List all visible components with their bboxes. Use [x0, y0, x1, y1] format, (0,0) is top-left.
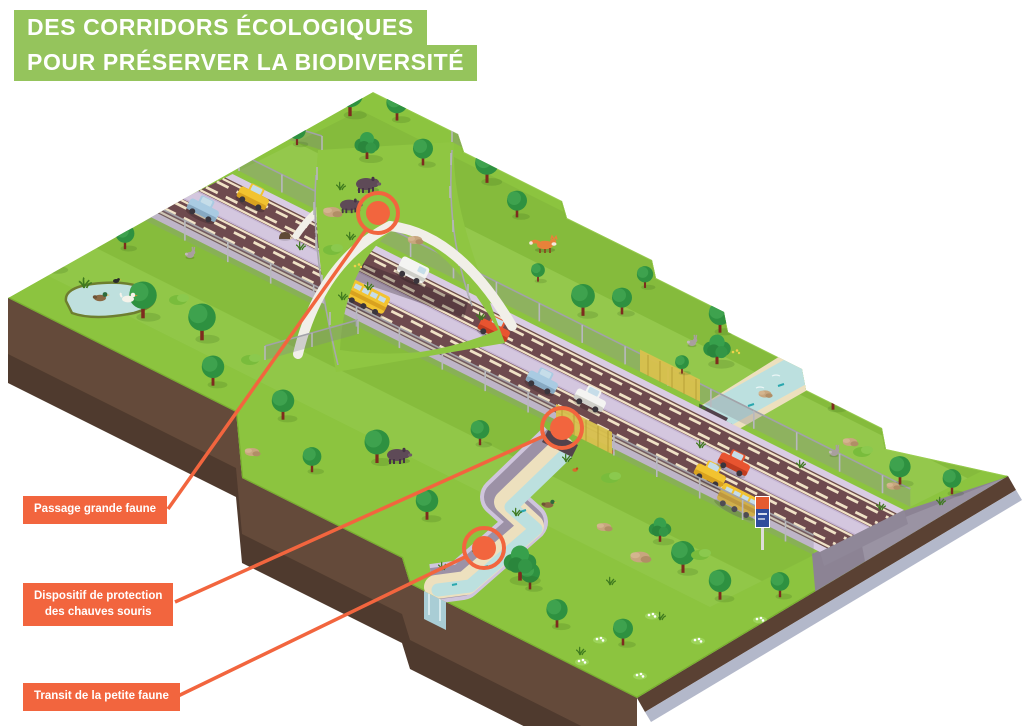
callout-label-line1: Dispositif de protection [34, 590, 163, 602]
callout-label-line2: des chauves souris [44, 605, 152, 618]
callout-dispositif-chauves-souris: Dispositif de protection des chauves sou… [23, 583, 174, 627]
bridge-shadow [344, 256, 468, 318]
title-line-2: POUR PRÉSERVER LA BIODIVERSITÉ [14, 45, 478, 81]
title-line-1: DES CORRIDORS ÉCOLOGIQUES [14, 10, 427, 46]
title-banner: DES CORRIDORS ÉCOLOGIQUES POUR PRÉSERVER… [14, 10, 478, 81]
callout-label: Transit de la petite faune [34, 690, 169, 702]
callout-transit-petite-faune: Transit de la petite faune [23, 683, 180, 711]
info-totem-sign [755, 496, 770, 550]
callout-passage-grande-faune: Passage grande faune [23, 496, 168, 524]
callout-label: Passage grande faune [34, 503, 157, 515]
